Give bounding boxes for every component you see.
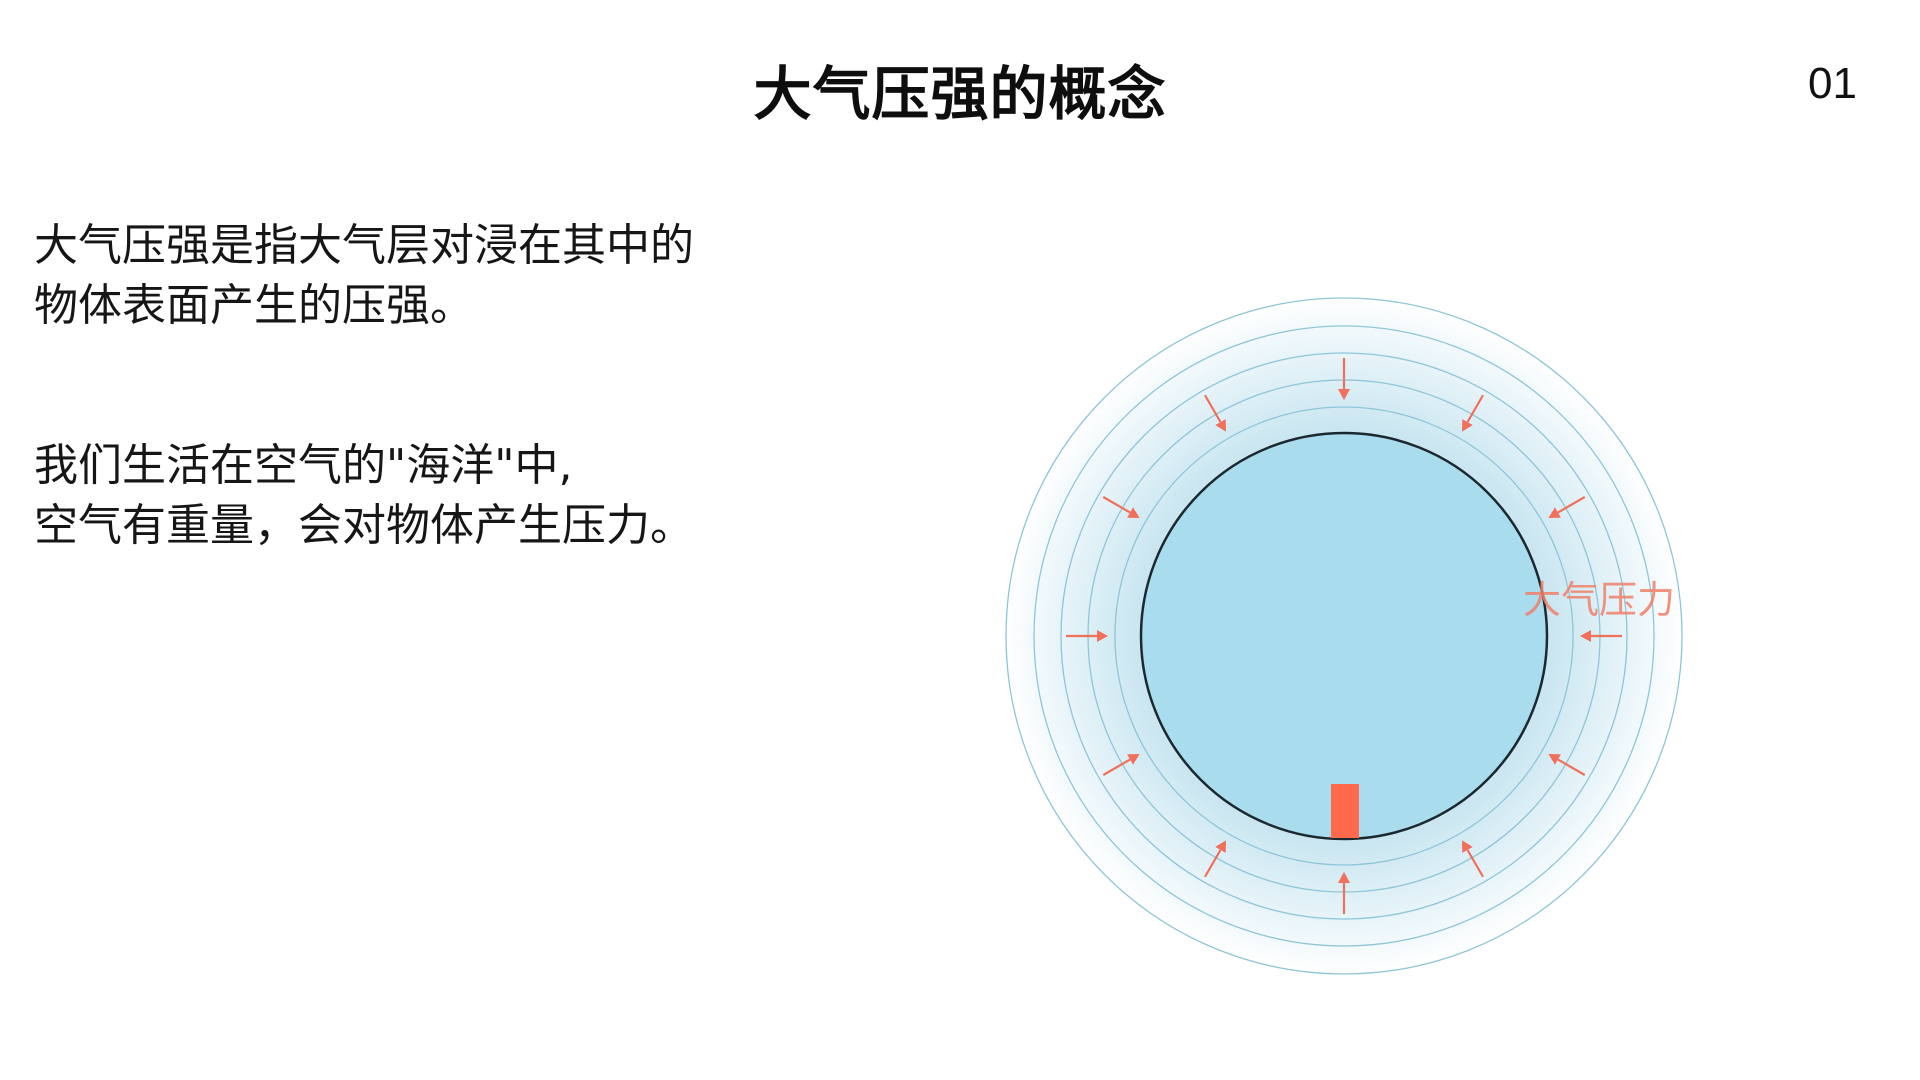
atmosphere-ring bbox=[1114, 406, 1574, 866]
pressure-arrow-icon bbox=[1102, 754, 1140, 776]
explanation-paragraph: 我们生活在空气的"海洋"中, 空气有重量，会对物体产生压力。 bbox=[34, 436, 794, 556]
pressure-arrow-icon bbox=[1338, 358, 1350, 400]
page-number: 01 bbox=[1808, 59, 1857, 108]
pressure-arrow-icon bbox=[1462, 840, 1484, 878]
pressure-arrow-icon bbox=[1580, 630, 1622, 642]
pressure-arrow-icon bbox=[1338, 872, 1350, 914]
atmosphere-ring bbox=[1005, 297, 1683, 975]
pressure-label: 大气压力 bbox=[1523, 578, 1675, 622]
atmosphere-ring bbox=[1060, 352, 1628, 920]
pressure-arrow-icon bbox=[1548, 754, 1586, 776]
pressure-arrow-icon bbox=[1066, 630, 1108, 642]
text-line: 物体表面产生的压强。 bbox=[34, 280, 474, 331]
atmosphere-ring bbox=[1033, 325, 1655, 947]
slide-title: 大气压强的概念 bbox=[753, 60, 1167, 128]
pressure-arrow-icon bbox=[1102, 496, 1140, 518]
pressure-arrow-icon bbox=[1462, 394, 1484, 432]
object-marker bbox=[1331, 784, 1359, 838]
pressure-arrows bbox=[1066, 358, 1622, 914]
pressure-arrow-icon bbox=[1204, 394, 1226, 432]
definition-paragraph: 大气压强是指大气层对浸在其中的 物体表面产生的压强。 bbox=[34, 216, 794, 336]
text-line: 我们生活在空气的"海洋"中, bbox=[34, 440, 573, 491]
text-line: 空气有重量，会对物体产生压力。 bbox=[34, 500, 694, 551]
pressure-arrow-icon bbox=[1548, 496, 1586, 518]
pressure-arrow-icon bbox=[1204, 840, 1226, 878]
earth-object-circle bbox=[1139, 431, 1549, 841]
text-line: 大气压强是指大气层对浸在其中的 bbox=[34, 220, 694, 271]
